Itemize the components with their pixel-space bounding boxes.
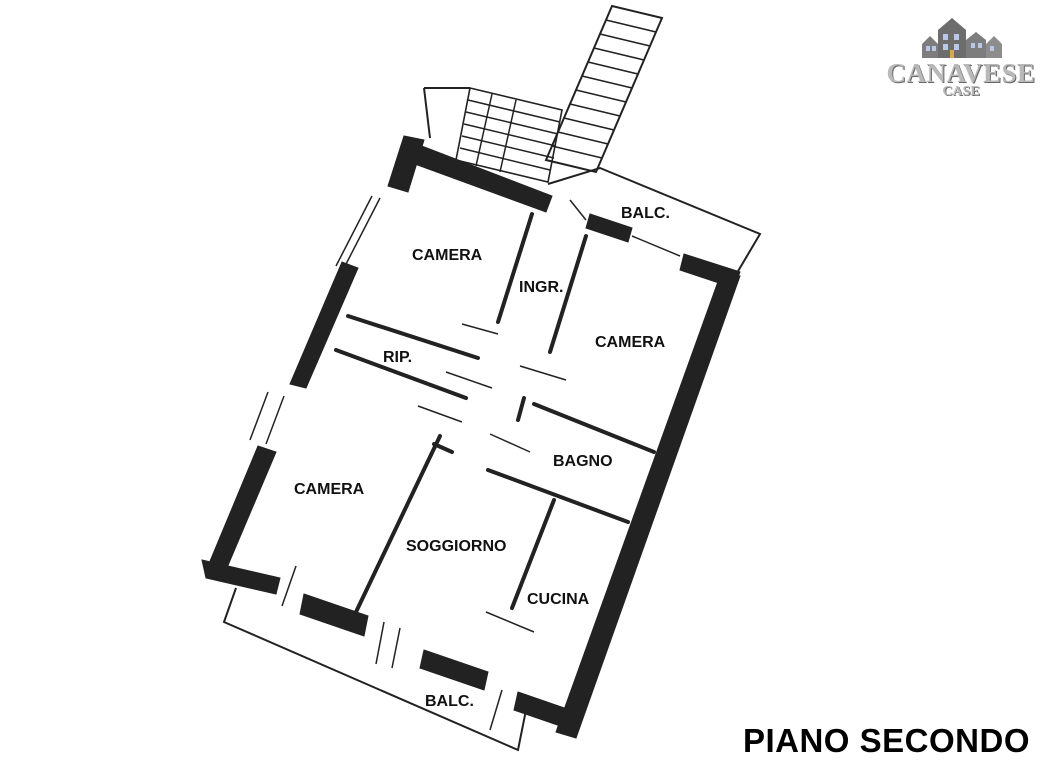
door-swings xyxy=(417,323,567,633)
label-camera-east: CAMERA xyxy=(595,334,666,351)
label-cucina: CUCINA xyxy=(527,591,590,608)
balcony-north xyxy=(547,166,762,279)
label-balcone-south: BALC. xyxy=(425,693,474,710)
floor-title: PIANO SECONDO xyxy=(742,722,1030,759)
balcony-south xyxy=(222,587,529,752)
canavese-logo: CANAVESE CASE xyxy=(886,14,1036,100)
label-ripostiglio: RIP. xyxy=(383,349,412,366)
staircase xyxy=(423,4,664,183)
interior-walls xyxy=(334,212,656,614)
window-marks xyxy=(249,195,681,731)
label-balcone-north: BALC. xyxy=(621,205,670,222)
logo-subtitle: CASE xyxy=(942,84,980,99)
label-soggiorno: SOGGIORNO xyxy=(406,538,506,555)
label-bagno: BAGNO xyxy=(553,453,613,470)
label-camera-north: CAMERA xyxy=(412,247,483,264)
label-camera-west: CAMERA xyxy=(294,481,365,498)
houses-icon xyxy=(922,18,1002,58)
outer-walls xyxy=(201,135,741,739)
label-ingresso: INGR. xyxy=(519,279,563,296)
logo-name: CANAVESE xyxy=(886,58,1036,88)
